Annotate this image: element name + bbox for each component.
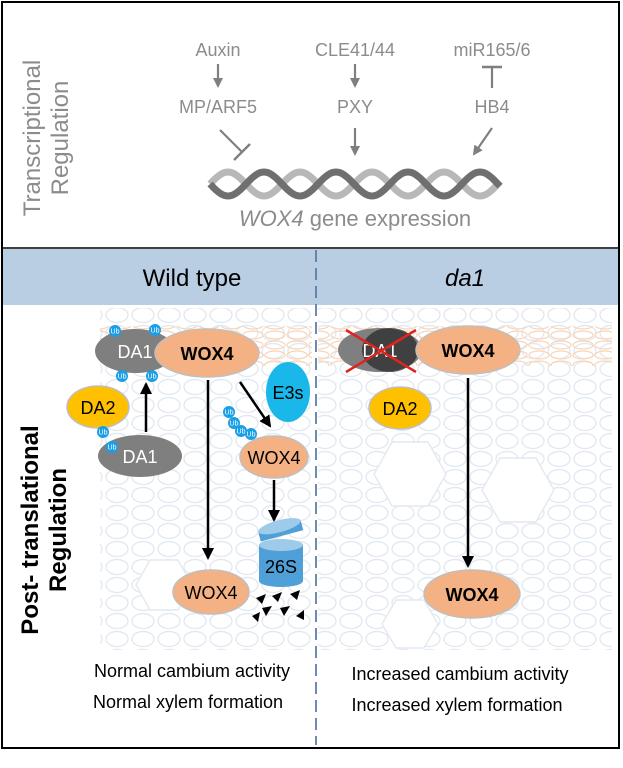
ubiquitin-tag xyxy=(245,428,257,440)
hb4-arrow xyxy=(472,127,493,156)
wild-type-header: Wild type xyxy=(143,265,242,292)
wt-outcome-cambium: Normal cambium activity xyxy=(94,661,290,681)
ubiquitination-arrow xyxy=(238,381,272,428)
svg-text:WOX4: WOX4 xyxy=(247,448,300,468)
dna-helix xyxy=(207,168,503,200)
ubiquitin-tag-label: Ub xyxy=(247,432,256,439)
mutant-da2: DA2 xyxy=(368,386,432,430)
cle41-44-label: CLE41/44 xyxy=(315,40,395,60)
mir165-6-label: miR165/6 xyxy=(453,40,530,60)
svg-text:WOX4: WOX4 xyxy=(441,341,494,361)
regulation-label-bottom: Regulation xyxy=(45,468,72,592)
ubiquitin-tag xyxy=(109,325,121,337)
mutant-da1-crossed: DA1 xyxy=(338,328,422,374)
ubiquitin-tag-label: Ub xyxy=(151,328,160,335)
transcriptional-side-label: Transcriptional Regulation xyxy=(19,60,74,217)
wt-wox4-mid: WOX4 xyxy=(239,435,309,479)
wt-da1-top: DA1 xyxy=(95,329,175,373)
ubiquitin-tag-label: Ub xyxy=(230,421,239,428)
mir-inhibition xyxy=(482,65,502,88)
auxin-label: Auxin xyxy=(195,40,240,60)
post-translational-label: Post- translational xyxy=(17,425,44,634)
ubiquitin-tag xyxy=(116,370,128,382)
wt-wox4-bottom: WOX4 xyxy=(172,569,250,615)
vessel-cells xyxy=(135,441,555,649)
ubiquitin-tag xyxy=(146,370,158,382)
degraded-fragments xyxy=(252,590,304,622)
svg-text:DA1: DA1 xyxy=(117,342,152,362)
mp-inhibition xyxy=(219,129,251,161)
wt-da2: DA2 xyxy=(66,385,130,429)
svg-text:WOX4: WOX4 xyxy=(180,344,233,364)
dna-strand xyxy=(207,168,503,200)
ubiquitin-tag xyxy=(149,324,161,336)
mutant-wox4-top: WOX4 xyxy=(415,325,521,375)
transcriptional-label: Transcriptional xyxy=(19,60,46,217)
ubiquitin-tag-label: Ub xyxy=(237,429,246,436)
wt-e3s: E3s xyxy=(266,362,310,422)
pxy-label: PXY xyxy=(337,97,373,117)
ubiquitin-tag xyxy=(97,426,109,438)
svg-text:26S: 26S xyxy=(265,557,297,577)
mutant-outcome-cambium: Increased cambium activity xyxy=(351,664,568,684)
wt-outcome-xylem: Normal xylem formation xyxy=(93,692,283,712)
gene-expression-label: WOX4 gene expression xyxy=(239,206,471,231)
ubiquitin-tag-label: Ub xyxy=(99,430,108,437)
mutant-wox4-bottom: WOX4 xyxy=(423,569,521,619)
wt-proteasome-26s: 26S xyxy=(258,518,304,587)
da1-mutant-header: da1 xyxy=(445,265,485,292)
mp-arf5-label: MP/ARF5 xyxy=(179,97,257,117)
svg-text:E3s: E3s xyxy=(272,383,303,403)
svg-text:WOX4: WOX4 xyxy=(445,585,498,605)
ubiquitin-tag-label: Ub xyxy=(111,329,120,336)
regulation-label-top: Regulation xyxy=(47,81,74,196)
mutant-outcome-xylem: Increased xylem formation xyxy=(351,695,562,715)
ubiquitin-tag xyxy=(106,441,118,453)
svg-text:WOX4: WOX4 xyxy=(184,583,237,603)
ubiquitin-tag xyxy=(228,417,240,429)
header-band xyxy=(3,249,618,305)
ubiquitin-tag-label: Ub xyxy=(148,374,157,381)
hb4-label: HB4 xyxy=(474,97,509,117)
svg-text:DA2: DA2 xyxy=(382,399,417,419)
ubiquitin-tag-label: Ub xyxy=(118,374,127,381)
wt-da1-bottom: DA1 xyxy=(98,435,182,477)
svg-text:DA2: DA2 xyxy=(80,398,115,418)
svg-text:DA1: DA1 xyxy=(122,447,157,467)
ubiquitin-tag-label: Ub xyxy=(108,445,117,452)
ubiquitin-tag xyxy=(235,425,247,437)
ubiquitin-tag xyxy=(223,406,235,418)
wt-wox4-top: WOX4 xyxy=(154,328,260,378)
ubiquitin-tag-label: Ub xyxy=(225,410,234,417)
